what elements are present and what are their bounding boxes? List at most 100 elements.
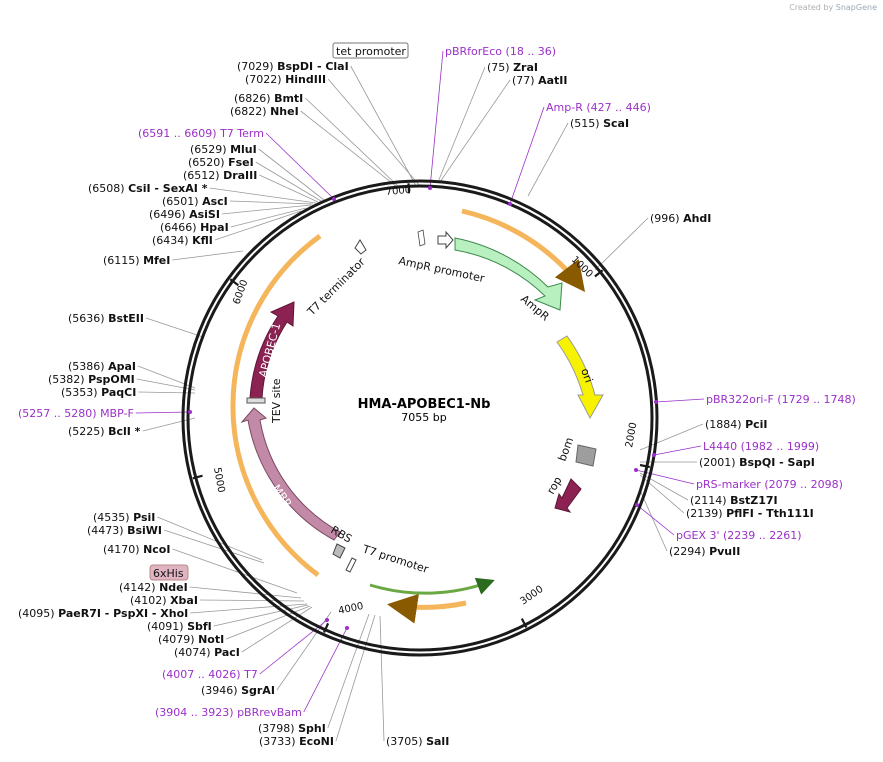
- tet-promoter-box[interactable]: [332, 42, 409, 59]
- site-label-ahdi[interactable]: (996) AhdI: [650, 212, 711, 225]
- primer-leader-amp-r: [509, 106, 545, 205]
- feature-rbs[interactable]: [332, 543, 346, 559]
- site-label-hpai[interactable]: (6466) HpaI: [160, 221, 229, 234]
- primer-mark-prs-marker: [634, 468, 638, 472]
- feature-t7-promoter[interactable]: [345, 557, 357, 573]
- site-label-bspdi[interactable]: (7029) BspDI - ClaI: [237, 60, 349, 73]
- site-label-scai[interactable]: (515) ScaI: [570, 117, 629, 130]
- site-label-csii[interactable]: (6508) CsiI - SexAI *: [88, 182, 208, 195]
- primer-leader-mbp-f: [135, 411, 191, 414]
- feature-ori[interactable]: [556, 335, 604, 420]
- site-label-bsiwi[interactable]: (4473) BsiWI: [87, 524, 162, 537]
- primer-label-pbrrevbam[interactable]: (3904 .. 3923) pBRrevBam: [155, 706, 302, 719]
- site-label-bstz17i[interactable]: (2114) BstZ17I: [690, 494, 778, 507]
- site-label-pcii[interactable]: (1884) PciI: [705, 418, 768, 431]
- site-label-ndei[interactable]: (4142) NdeI: [119, 581, 188, 594]
- site-label-hindiii[interactable]: (7022) HindIII: [245, 73, 326, 86]
- his-tag-box[interactable]: [149, 564, 189, 581]
- site-position: (4170): [103, 543, 143, 556]
- orf-arc-bottom[interactable]: [387, 593, 467, 624]
- site-label-aatii[interactable]: (77) AatII: [512, 74, 567, 87]
- site-position: (4473): [87, 524, 127, 537]
- site-position: (4074): [174, 646, 214, 659]
- site-label-sphi[interactable]: (3798) SphI: [258, 722, 326, 735]
- site-position: (5386): [68, 360, 108, 373]
- leader-paci: [241, 606, 313, 653]
- leader-asci: [229, 200, 314, 205]
- primer-label-l4440[interactable]: L4440 (1982 .. 1999): [703, 440, 819, 453]
- feature-t7-terminator[interactable]: [354, 239, 367, 255]
- site-label-bmti[interactable]: (6826) BmtI: [234, 92, 303, 105]
- primer-label-prs-marker[interactable]: pRS-marker (2079 .. 2098): [696, 478, 843, 491]
- site-name: XbaI: [170, 594, 198, 607]
- site-position: (4079): [158, 633, 198, 646]
- site-label-bsteii[interactable]: (5636) BstEII: [68, 312, 144, 325]
- feature-apobec1[interactable]: [249, 301, 295, 399]
- tick-label-3000: 3000: [518, 584, 545, 608]
- site-name: BspQI: [739, 456, 775, 469]
- orf-arc-ampr[interactable]: [461, 208, 586, 292]
- label-tet-promoter: tet promoter: [336, 45, 406, 58]
- primer-labels: pBRforEco (18 .. 36) Amp-R (427 .. 446) (6…: [18, 45, 856, 719]
- site-label-xbai[interactable]: (4102) XbaI: [130, 594, 198, 607]
- site-label-zrai[interactable]: (75) ZraI: [487, 61, 538, 74]
- site-label-asisi[interactable]: (6496) AsiSI: [149, 208, 220, 221]
- site-label-sgrai[interactable]: (3946) SgrAI: [201, 684, 275, 697]
- site-label-draiii[interactable]: (6512) DraIII: [183, 169, 257, 182]
- feature-ampr[interactable]: [454, 237, 563, 311]
- primer-label-pbrforeco[interactable]: pBRforEco (18 .. 36): [445, 45, 556, 58]
- feature-ampr-promoter[interactable]: [437, 230, 454, 250]
- site-label-pspomi[interactable]: (5382) PspOMI: [48, 373, 135, 386]
- primer-range: (4007 .. 4026): [162, 668, 244, 681]
- site-label-apai[interactable]: (5386) ApaI: [68, 360, 136, 373]
- site-label-nhei[interactable]: (6822) NheI: [230, 105, 299, 118]
- site-name: MfeI: [143, 254, 170, 267]
- site-label-asci[interactable]: (6501) AscI: [162, 195, 228, 208]
- site-label-sbfi[interactable]: (4091) SbfI: [147, 620, 212, 633]
- leader-xbai: [199, 599, 305, 602]
- primer-label-mbp-f[interactable]: (5257 .. 5280) MBP-F: [18, 407, 134, 420]
- site-name: MluI: [230, 143, 257, 156]
- feature-tet-marker[interactable]: [417, 229, 426, 247]
- primer-label-amp-r[interactable]: Amp-R (427 .. 446): [546, 101, 651, 114]
- site-label-paqci[interactable]: (5353) PaqCI: [61, 386, 136, 399]
- site-label-noti[interactable]: (4079) NotI: [158, 633, 224, 646]
- feature-tev-site[interactable]: [246, 397, 266, 404]
- site-label-mfei[interactable]: (6115) MfeI: [103, 254, 170, 267]
- site-label-paci[interactable]: (4074) PacI: [174, 646, 240, 659]
- primer-mark-pbrrevbam: [345, 626, 349, 630]
- site-name: EcoNI: [299, 735, 334, 748]
- site-label-bspqi[interactable]: (2001) BspQI - SapI: [699, 456, 815, 469]
- site-label-kfli[interactable]: (6434) KflI: [152, 234, 213, 247]
- primer-label-t7-term[interactable]: (6591 .. 6609) T7 Term: [138, 127, 264, 140]
- site-label-bcli[interactable]: (5225) BclI *: [68, 425, 141, 438]
- primer-label-pgex-3[interactable]: pGEX 3' (2239 .. 2261): [676, 529, 802, 542]
- site-label-paer7i[interactable]: (4095) PaeR7I - PspXI - XhoI: [18, 607, 188, 620]
- orf-arc-inner-bottom[interactable]: [369, 577, 495, 595]
- feature-rop[interactable]: [554, 478, 582, 513]
- site-label-psii[interactable]: (4535) PsiI: [93, 511, 155, 524]
- leader-sbfi: [213, 604, 309, 627]
- site-name-alt: - Tth111I: [754, 507, 814, 520]
- site-name: PciI: [745, 418, 767, 431]
- label-ampr-promoter: AmpR promoter: [397, 254, 486, 285]
- site-name-alt: - ClaI: [313, 60, 349, 73]
- feature-bom[interactable]: [575, 444, 597, 467]
- primer-label-pbr322ori-f[interactable]: pBR322ori-F (1729 .. 1748): [706, 393, 856, 406]
- primer-label-t7[interactable]: (4007 .. 4026) T7: [162, 668, 258, 681]
- leader-aatii: [439, 79, 511, 183]
- site-position: (2139): [686, 507, 726, 520]
- primer-mark-pbr322ori-f: [654, 400, 658, 404]
- orf-arc-left[interactable]: [230, 233, 322, 578]
- site-label-pvuii[interactable]: (2294) PvuII: [669, 545, 740, 558]
- primer-name: pRS-marker: [696, 478, 764, 491]
- site-label-ncoi[interactable]: (4170) NcoI: [103, 543, 170, 556]
- site-label-econi[interactable]: (3733) EcoNI: [259, 735, 334, 748]
- site-label-mlui[interactable]: (6529) MluI: [190, 143, 257, 156]
- site-label-pflfi[interactable]: (2139) PflFI - Tth111I: [686, 507, 814, 520]
- site-label-fsei[interactable]: (6520) FseI: [188, 156, 254, 169]
- site-position: (996): [650, 212, 683, 225]
- site-label-sali[interactable]: (3705) SalI: [386, 735, 449, 748]
- label-rop: rop: [544, 474, 564, 496]
- feature-mbp[interactable]: [240, 407, 341, 541]
